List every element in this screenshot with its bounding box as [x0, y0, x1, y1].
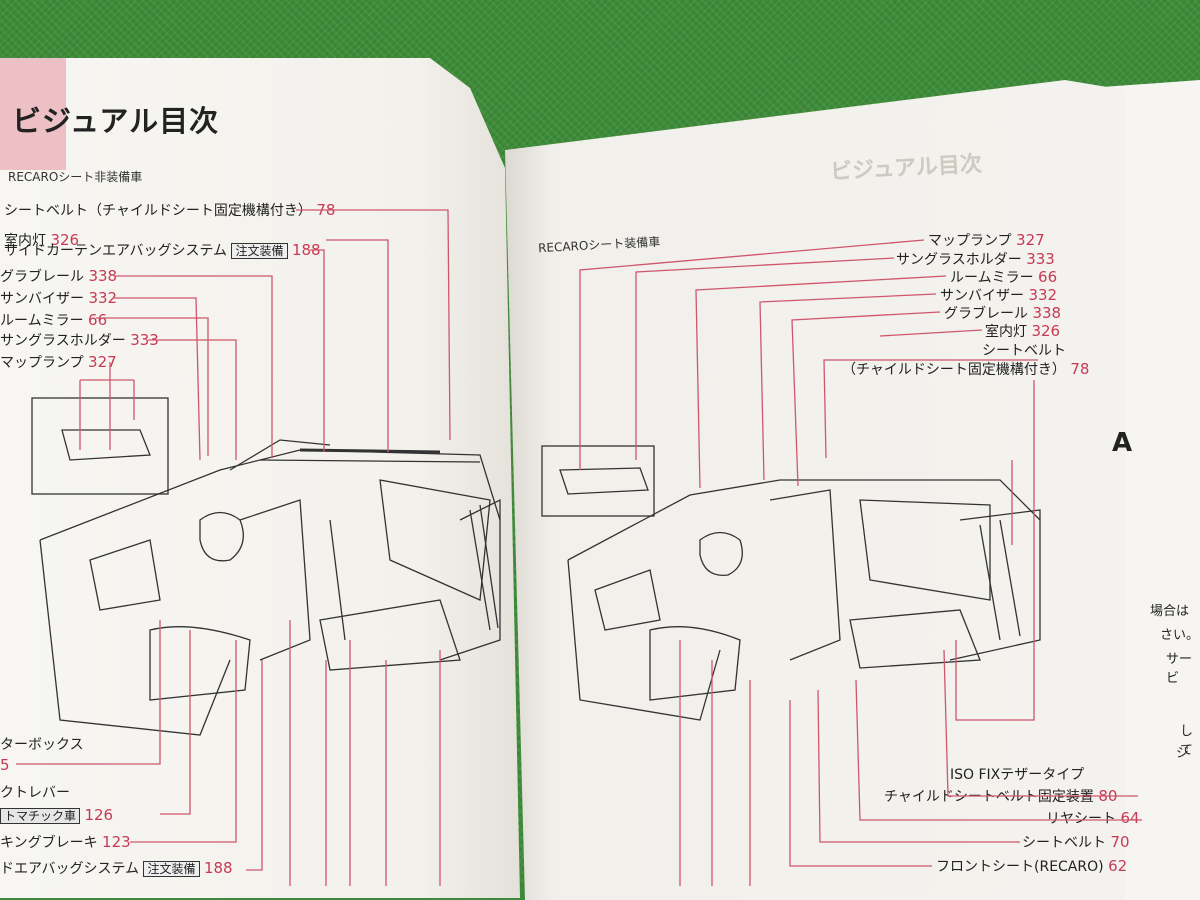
label-console-page: 5 — [0, 756, 10, 774]
label-seatbelt-front: シートベルト 70 — [1022, 833, 1130, 851]
third-page-text-4: して — [1180, 724, 1194, 758]
label-rear-seat: リヤシート 64 — [1046, 809, 1140, 827]
label-room-mirror-left: ルームミラー 66 — [0, 311, 108, 329]
third-page-mark: A — [1112, 428, 1133, 458]
right-page — [505, 80, 1125, 900]
label-map-lamp-right: マップランプ 327 — [928, 231, 1045, 249]
label-automatic: トマチック車 126 — [0, 806, 113, 824]
label-sunglass-holder-right: サングラスホルダー 333 — [896, 250, 1055, 268]
map-lamp-inset-box-right — [541, 445, 655, 517]
label-child-seat-belt-fixture: チャイルドシートベルト固定装置 80 — [884, 787, 1118, 805]
page-title: ビジュアル目次 — [12, 104, 220, 138]
third-page-text-2: さい。 — [1160, 628, 1200, 643]
right-leader-lines — [579, 239, 1142, 886]
label-curtain-airbag-left: サイドカーテンエアバッグシステム 注文装備 188 — [4, 241, 321, 259]
third-page-text-3: サービ — [1166, 652, 1193, 686]
label-sun-visor-right: サンバイザー 332 — [940, 286, 1058, 304]
right-car-drawing — [541, 445, 1041, 721]
label-seatbelt-right: シートベルト — [982, 343, 1066, 359]
label-room-light-right: 室内灯 326 — [985, 322, 1061, 340]
label-grab-rail-left: グラブレール 338 — [0, 267, 118, 285]
label-seatbelt-sub-right: （チャイルドシート固定機構付き） 78 — [842, 360, 1090, 378]
label-parking-brake: キングブレーキ 123 — [0, 833, 131, 851]
label-grab-rail-right: グラブレール 338 — [944, 304, 1062, 322]
left-page — [0, 58, 520, 898]
section-heading-left: RECAROシート非装備車 — [8, 170, 143, 184]
pink-tab — [0, 58, 66, 170]
label-sunglass-holder-left: サングラスホルダー 333 — [0, 331, 159, 349]
left-leader-lines — [16, 209, 451, 886]
label-room-mirror-right: ルームミラー 66 — [950, 268, 1058, 286]
third-page-text-5: ジ — [1176, 746, 1190, 761]
label-side-airbag: ドエアバッグシステム 注文装備 188 — [0, 859, 233, 877]
map-lamp-inset-box — [31, 397, 169, 495]
label-isofix: ISO FIXテザータイプ — [950, 767, 1085, 783]
label-console-box: ターボックス — [0, 737, 84, 753]
label-front-seat-recaro: フロントシート(RECARO) 62 — [936, 857, 1128, 875]
left-car-drawing — [31, 397, 501, 736]
third-page-text-1: 場合は — [1150, 604, 1190, 619]
label-select-lever: クトレバー — [0, 785, 70, 801]
label-room-light-left: 室内灯 326 — [4, 231, 80, 249]
label-sun-visor-left: サンバイザー 332 — [0, 289, 118, 307]
